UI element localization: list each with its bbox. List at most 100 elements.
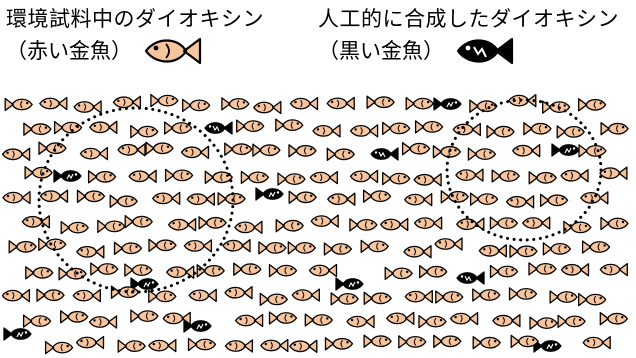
orange-fish-icon bbox=[130, 309, 159, 323]
orange-fish-icon bbox=[405, 96, 434, 111]
orange-fish-icon bbox=[360, 239, 389, 254]
orange-fish-icon bbox=[76, 189, 106, 203]
orange-fish-icon bbox=[289, 96, 319, 111]
orange-fish-icon bbox=[287, 241, 316, 255]
orange-fish-icon bbox=[452, 122, 481, 137]
orange-fish-icon bbox=[323, 242, 353, 256]
orange-fish-icon bbox=[25, 266, 54, 280]
orange-fish-icon bbox=[386, 311, 415, 326]
orange-fish-icon bbox=[79, 146, 109, 161]
orange-fish-icon bbox=[150, 93, 179, 108]
orange-fish-icon bbox=[433, 334, 462, 348]
orange-fish-icon bbox=[434, 237, 463, 251]
orange-fish-icon bbox=[563, 220, 592, 235]
orange-fish-icon bbox=[489, 216, 519, 230]
orange-fish-icon bbox=[198, 216, 227, 230]
orange-fish-icon bbox=[522, 216, 551, 230]
orange-fish-icon bbox=[224, 142, 253, 156]
orange-fish-icon bbox=[87, 170, 117, 184]
orange-fish-icon bbox=[505, 195, 535, 209]
orange-fish-icon bbox=[413, 173, 442, 187]
orange-fish-icon bbox=[549, 290, 578, 304]
black-fish-icon bbox=[204, 121, 233, 135]
sample-region-circle bbox=[37, 106, 235, 294]
orange-fish-icon bbox=[182, 98, 211, 113]
orange-fish-icon bbox=[578, 98, 607, 112]
orange-fish-icon bbox=[449, 311, 479, 326]
orange-fish-icon bbox=[268, 263, 298, 278]
orange-fish-icon bbox=[23, 122, 52, 136]
synthetic-region-circle bbox=[445, 98, 603, 242]
orange-fish-icon bbox=[467, 147, 497, 161]
orange-fish-icon bbox=[260, 338, 289, 353]
orange-fish-icon bbox=[124, 263, 153, 277]
orange-fish-icon bbox=[38, 141, 67, 155]
black-fish-icon bbox=[456, 37, 514, 65]
orange-fish-icon bbox=[289, 339, 318, 353]
orange-fish-icon bbox=[1, 147, 31, 161]
orange-fish-icon bbox=[258, 241, 287, 255]
orange-fish-icon bbox=[435, 290, 464, 304]
legend-sample-row: （赤い金魚） bbox=[6, 34, 264, 68]
black-fish-icon bbox=[53, 169, 82, 183]
orange-fish-icon bbox=[492, 314, 521, 328]
orange-fish-icon bbox=[183, 239, 213, 253]
orange-fish-icon bbox=[234, 313, 264, 328]
orange-fish-icon bbox=[486, 125, 515, 139]
orange-fish-icon bbox=[88, 315, 118, 329]
orange-fish-icon bbox=[312, 124, 341, 138]
orange-fish-icon bbox=[363, 291, 392, 305]
black-fish-icon bbox=[335, 277, 364, 291]
orange-fish-icon bbox=[233, 262, 262, 276]
orange-fish-icon bbox=[253, 100, 282, 115]
orange-fish-icon bbox=[152, 191, 181, 206]
orange-fish-icon bbox=[130, 124, 159, 139]
orange-fish-icon bbox=[145, 141, 174, 155]
orange-fish-icon bbox=[366, 95, 395, 109]
orange-fish-icon bbox=[382, 121, 411, 136]
orange-fish-icon bbox=[528, 171, 557, 185]
orange-fish-icon bbox=[196, 264, 225, 278]
orange-fish-icon bbox=[113, 241, 143, 255]
orange-fish-icon bbox=[164, 168, 194, 183]
orange-fish-icon bbox=[578, 144, 607, 158]
orange-fish-icon bbox=[39, 96, 68, 111]
orange-fish-icon bbox=[512, 144, 541, 158]
orange-fish-icon bbox=[560, 169, 589, 183]
orange-fish-icon bbox=[349, 169, 379, 184]
orange-fish-icon bbox=[72, 288, 101, 303]
orange-fish-icon bbox=[275, 118, 304, 132]
orange-fish-icon bbox=[117, 339, 146, 353]
orange-fish-icon bbox=[326, 147, 355, 161]
orange-fish-icon bbox=[509, 244, 538, 258]
orange-fish-icon bbox=[523, 122, 552, 136]
orange-fish-icon bbox=[124, 215, 153, 229]
orange-fish-icon bbox=[38, 237, 67, 252]
orange-fish-icon bbox=[90, 262, 119, 276]
orange-fish-icon bbox=[578, 292, 607, 307]
orange-fish-icon bbox=[275, 219, 304, 233]
orange-fish-icon bbox=[556, 125, 585, 139]
orange-fish-icon bbox=[456, 217, 485, 231]
orange-fish-icon bbox=[581, 240, 611, 254]
orange-fish-icon bbox=[76, 245, 105, 259]
orange-fish-icon bbox=[304, 313, 333, 327]
orange-fish-icon bbox=[186, 192, 215, 206]
orange-fish-icon bbox=[89, 120, 118, 134]
orange-fish-icon bbox=[8, 240, 37, 254]
legend-sample-subtitle: （赤い金魚） bbox=[6, 39, 132, 63]
orange-fish-icon bbox=[327, 192, 356, 206]
orange-fish-icon bbox=[469, 192, 499, 206]
black-fish-icon bbox=[456, 271, 485, 285]
black-fish-icon bbox=[551, 143, 580, 157]
orange-fish-icon bbox=[117, 143, 146, 157]
orange-fish-icon bbox=[167, 218, 197, 232]
orange-fish-icon bbox=[1, 288, 31, 303]
orange-fish-icon bbox=[330, 292, 359, 306]
orange-fish-icon bbox=[148, 238, 177, 252]
orange-fish-icon bbox=[252, 143, 281, 157]
orange-fish-icon bbox=[188, 288, 217, 303]
orange-fish-icon bbox=[148, 289, 177, 304]
orange-fish-icon bbox=[164, 121, 193, 135]
